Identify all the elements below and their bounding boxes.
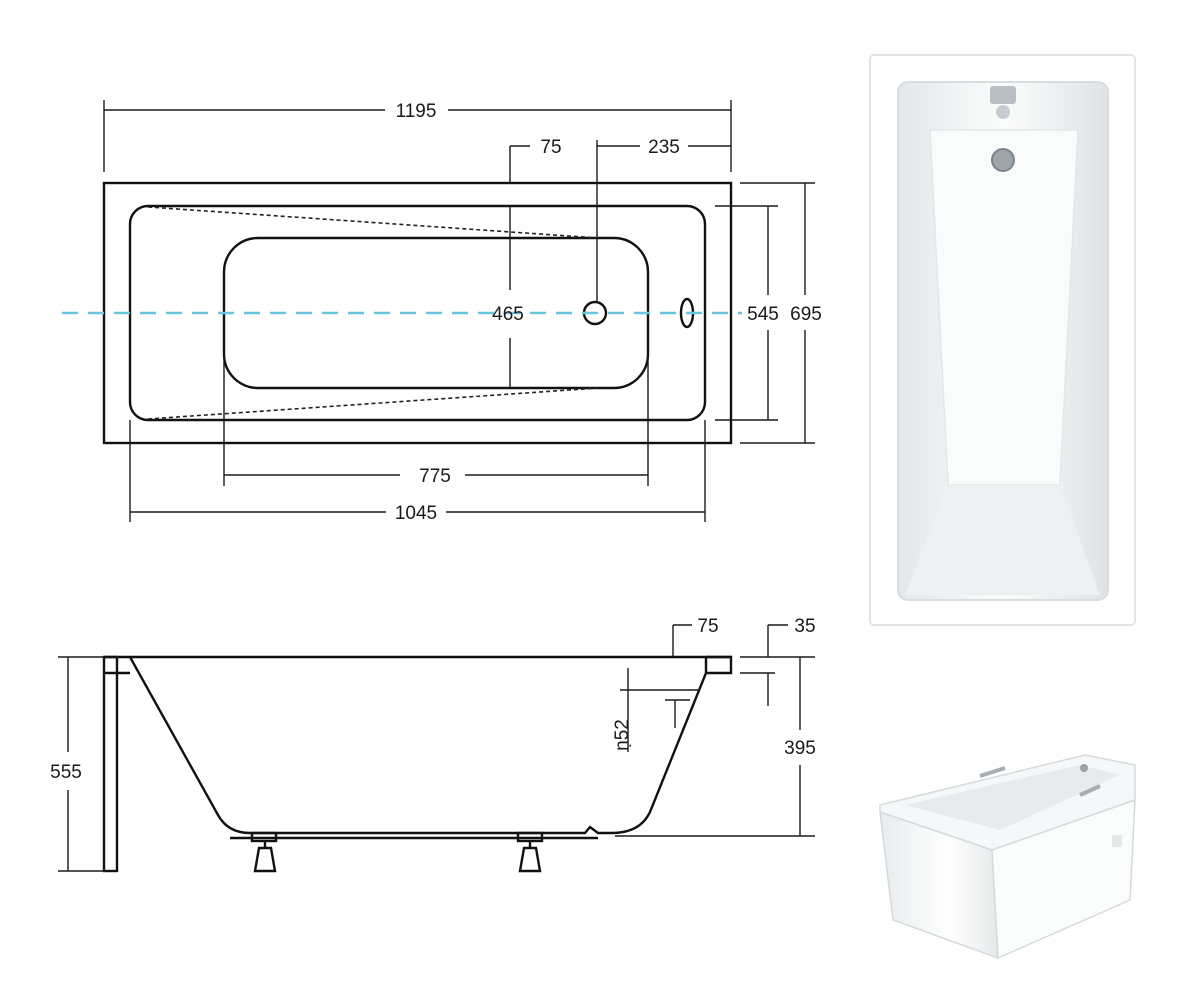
dimension-rim-thickness: 35 — [740, 616, 816, 706]
dim-label-235: 235 — [648, 137, 680, 158]
tub-foot-right — [516, 831, 544, 873]
dimension-overall-height: 555 — [50, 656, 104, 872]
dim-label-75-side: 75 — [697, 616, 718, 637]
dimension-inner-width-rim: 545 — [715, 205, 779, 421]
slope-line-top — [147, 206, 599, 239]
slope-line-bottom — [147, 387, 599, 420]
dimension-rim-width: 75 — [672, 616, 719, 657]
product-photo-3d — [879, 754, 1136, 960]
dim-label-overflow: ṇ52 — [612, 719, 633, 751]
top-view: 1195 75 235 465 545 — [62, 100, 822, 524]
dim-label-775: 775 — [419, 466, 451, 487]
tub-side-profile — [128, 656, 708, 835]
dimension-drain-offset: 235 — [596, 137, 731, 302]
dim-label-465: 465 — [492, 304, 524, 325]
dim-label-395: 395 — [784, 738, 816, 759]
dimension-inner-length: 1045 — [129, 420, 706, 524]
dimension-bottom-length: 775 — [223, 350, 649, 487]
side-rim-end — [706, 655, 733, 675]
photo-drain-icon — [991, 148, 1015, 172]
dimension-depth: 395 — [615, 656, 816, 837]
dimension-overall-length: 1195 — [103, 100, 732, 172]
dim-label-35: 35 — [794, 616, 815, 637]
dim-label-1195: 1195 — [396, 101, 437, 122]
dimension-overflow: ṇ52 — [612, 668, 700, 752]
dim-label-545: 545 — [747, 304, 779, 325]
product-photo-top — [869, 54, 1136, 626]
dim-label-555: 555 — [50, 762, 82, 783]
dimension-overall-width: 695 — [740, 182, 822, 444]
dim-label-695: 695 — [790, 304, 822, 325]
dim-label-75-top: 75 — [540, 137, 561, 158]
tub-foot-left — [250, 831, 278, 873]
dimension-rim-offset: 75 — [509, 137, 562, 388]
front-panel — [102, 655, 119, 873]
dim-label-1045: 1045 — [395, 503, 437, 524]
side-view: 555 75 35 ṇ52 — [50, 616, 816, 873]
